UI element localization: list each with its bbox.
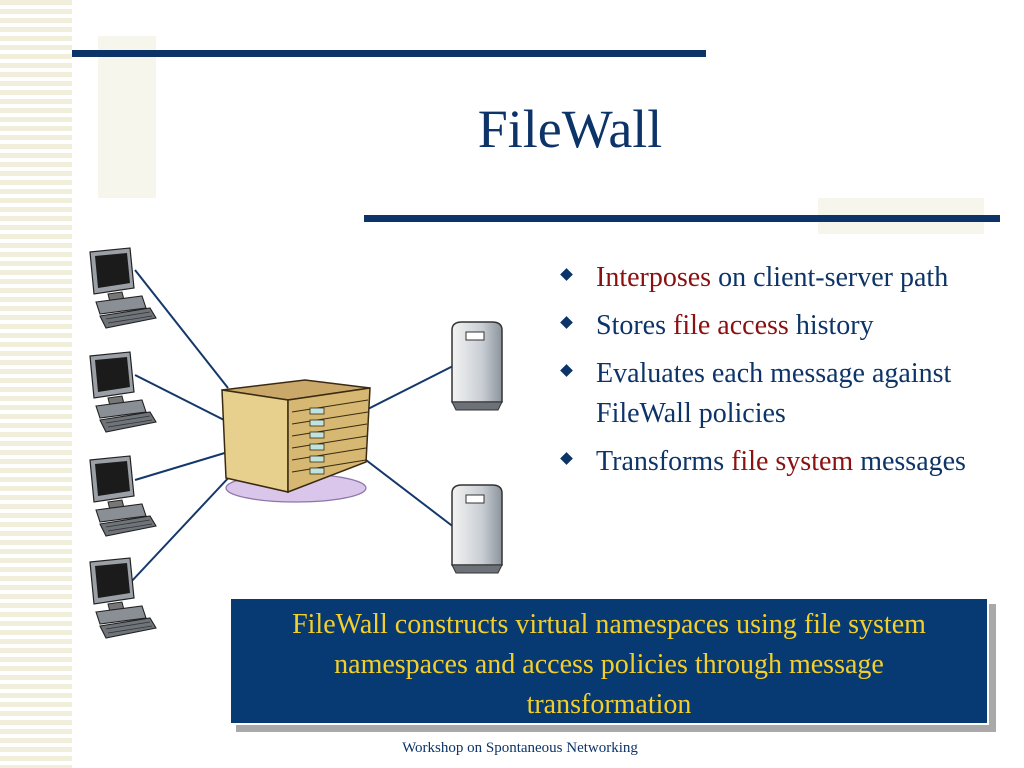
bullet-item: Transforms file system messages (560, 442, 980, 482)
bullet-text: Interposes (596, 262, 712, 293)
bullet-item: Evaluates each message against FileWall … (560, 354, 980, 434)
desktop-computer-icon (89, 247, 157, 329)
file-cabinet-icon (221, 379, 371, 503)
link-line (134, 374, 229, 423)
desktop-computer-icon (89, 455, 157, 537)
decorative-block (98, 36, 156, 198)
bullet-item: Stores file access history (560, 306, 980, 346)
slide-footer: Workshop on Spontaneous Networking (402, 740, 638, 756)
diamond-bullet-icon (560, 316, 573, 329)
bullet-text: file system (731, 446, 854, 477)
link-line (365, 459, 456, 529)
bullet-text: Evaluates each message against FileWall … (596, 358, 952, 429)
server-tower-icon (451, 321, 503, 411)
diamond-bullet-icon (560, 268, 573, 281)
bullet-text: Transforms (596, 446, 732, 477)
bullet-text: on client-server path (711, 262, 949, 293)
desktop-computer-icon (89, 351, 157, 433)
desktop-computer-icon (89, 557, 157, 639)
bullet-item: Interposes on client-server path (560, 258, 980, 298)
bullet-text: history (788, 310, 874, 341)
bullet-text: file access (673, 310, 789, 341)
diamond-bullet-icon (560, 452, 573, 465)
server-tower-icon (451, 484, 503, 574)
top-rule (72, 50, 706, 57)
slide-title: FileWall (477, 99, 663, 159)
bullet-text: Stores (596, 310, 673, 341)
link-line (129, 473, 233, 584)
bullet-text: messages (853, 446, 966, 477)
link-line (134, 269, 229, 389)
link-line (365, 364, 456, 411)
callout-box: FileWall constructs virtual namespaces u… (229, 597, 989, 725)
decorative-stripes (0, 0, 72, 768)
link-line (134, 451, 229, 481)
diamond-bullet-icon (560, 364, 573, 377)
bottom-rule (364, 215, 1000, 222)
bullet-list: Interposes on client-server path Stores … (560, 258, 980, 490)
